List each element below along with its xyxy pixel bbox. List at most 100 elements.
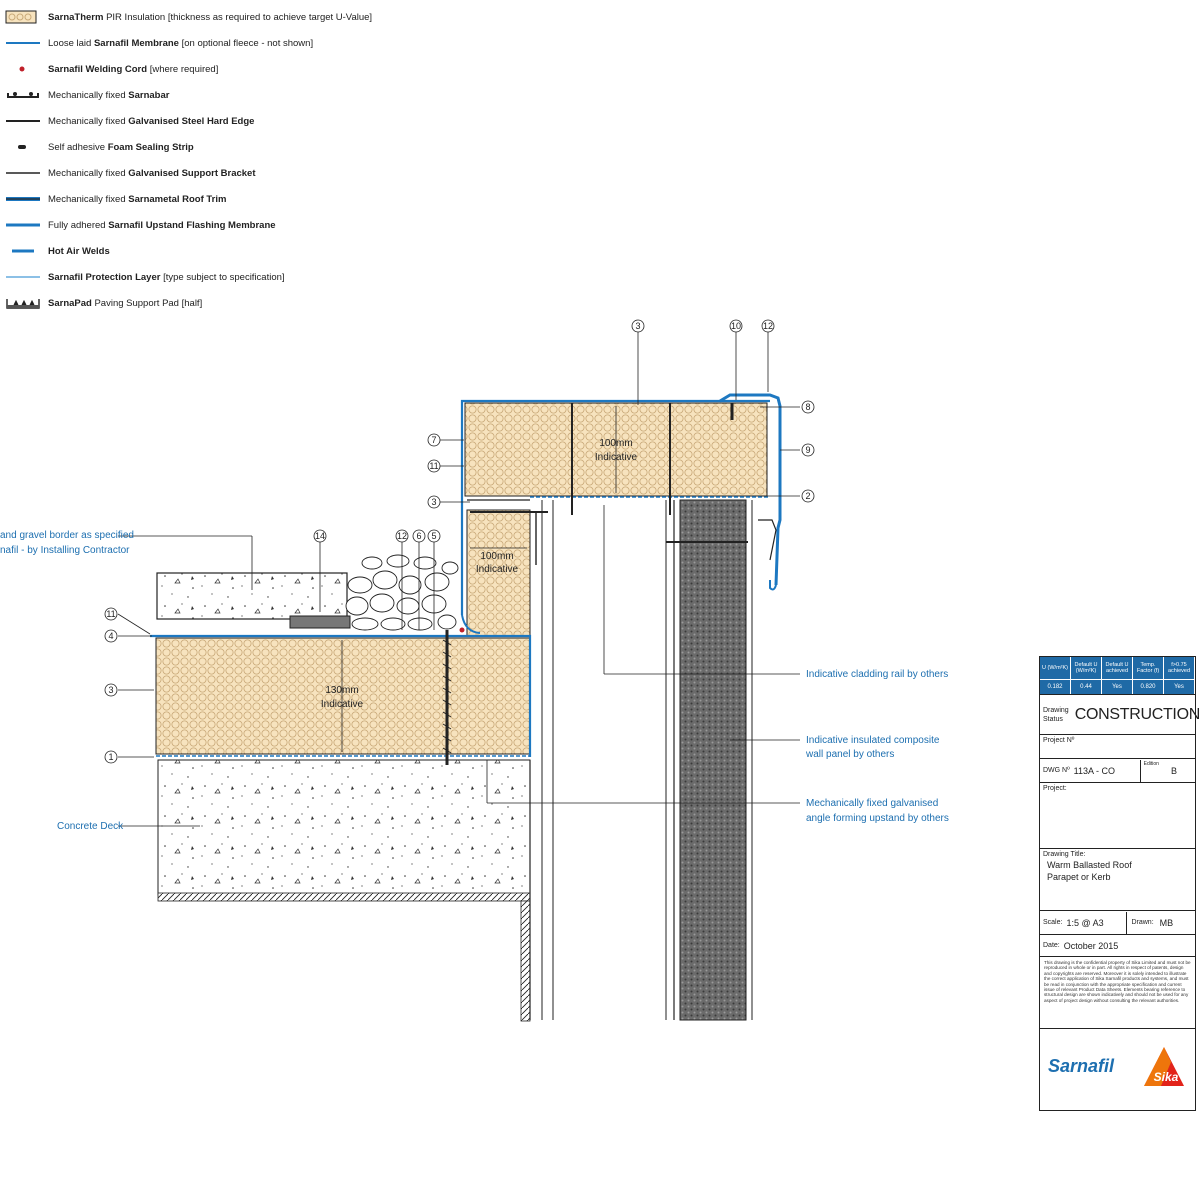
welding-cord-dot-icon [19,66,25,72]
legend-item-hardedge: Mechanically fixed Galvanised Steel Hard… [4,108,424,134]
protection-layer-line-icon [6,276,40,278]
dimension-top: 100mm Indicative [595,406,638,493]
marker-12-mid: 12 [397,531,407,541]
marker-12-top: 12 [763,321,773,331]
uvalue-header: Temp. Factor (f) [1133,657,1164,679]
marker-5: 5 [431,531,436,541]
legend-rest: PIR Insulation [thickness as required to… [103,11,373,23]
uvalue-cell: Yes [1164,679,1195,694]
callout-concrete: Concrete Deck [57,821,124,832]
brand-cell: Sarnafil Sika [1040,1028,1195,1104]
title-block: U (W/m²K) Default U (W/m²K) Default U ac… [1039,656,1200,1111]
hard-edge-line-icon [6,120,40,122]
date-value: October 2015 [1063,940,1119,951]
dimension-upstand: 100mm Indicative [470,547,527,575]
support-bracket-line-icon [6,172,40,174]
upstand-insulation [466,509,531,637]
drawing-title-line-1: Warm Ballasted Roof [1047,860,1132,870]
sika-logo-text: Sika [1154,1070,1179,1084]
dim-top-value: 100mm [599,438,632,449]
legend-item-protection: Sarnafil Protection Layer [type subject … [4,264,424,290]
uvalue-header: Default U (W/m²K) [1071,657,1102,679]
legend-item-membrane: Loose laid Sarnafil Membrane [on optiona… [4,30,424,56]
sarnabar-icon [7,92,39,98]
foam-strip-icon [18,145,26,149]
callout-wall-1: Indicative insulated composite [806,735,940,746]
dwg-number-cell: DWG Nº 113A - CO Edition B [1040,758,1195,782]
legend-pre: Mechanically fixed [48,167,129,179]
legend-bold: Sarnafil Welding Cord [48,63,148,75]
legend-rest: [on optional fleece - not shown] [178,37,314,49]
paving-slab [156,572,351,629]
marker-11-upstand: 11 [429,461,438,471]
scale-value: 1:5 @ A3 [1066,917,1104,928]
edition-value: B [1170,765,1177,776]
legend-item-welds: Hot Air Welds [4,238,424,264]
callout-cladding: Indicative cladding rail by others [806,669,948,680]
wall-frame-lines [529,500,667,1020]
upstand-flashing-line-icon [6,223,40,227]
drawn-value: MB [1159,917,1174,928]
drawing-status-cell: Drawing Status CONSTRUCTION [1040,694,1200,734]
roof-trim [719,393,782,591]
legend-rest: [where required] [147,63,219,75]
callout-gravel-1: and gravel border as specified [0,530,134,541]
uvalue-header: U (W/m²K) [1040,657,1071,679]
membrane-line-icon [6,42,40,44]
marker-1: 1 [108,752,113,762]
marker-10: 10 [731,321,741,331]
marker-14: 14 [315,531,325,541]
marker-2: 2 [805,491,810,501]
paving-pad-icon [6,299,40,309]
uvalue-cell: 0.44 [1071,679,1102,694]
legend: SarnaTherm PIR Insulation [thickness as … [4,4,424,316]
legend-item-foam: Self adhesive Foam Sealing Strip [4,134,424,160]
composite-wall-panel [673,499,753,1021]
legend-item-sarnabar: Mechanically fixed Sarnabar [4,82,424,108]
marker-6: 6 [416,531,421,541]
legend-bold: Sarnafil Upstand Flashing Membrane [108,219,276,231]
legend-item-cord: Sarnafil Welding Cord [where required] [4,56,424,82]
drawing-status: CONSTRUCTION [1074,705,1200,723]
uvalue-header: f>0.75 achieved [1164,657,1195,679]
dim-upstand-value: 100mm [480,551,513,562]
dwg-label: DWG Nº [1043,767,1070,774]
legend-pre: Loose laid [48,37,94,49]
project-number-label: Project Nº [1043,737,1075,744]
leader-lines [117,332,800,827]
date-label: Date: [1043,942,1060,949]
main-insulation [155,637,531,755]
uvalue-cell: 0.182 [1040,679,1071,694]
legend-item-pad: SarnaPad Paving Support Pad [half] [4,290,424,316]
membranes [150,399,770,757]
legend-pre: Self adhesive [48,141,108,153]
sarnafil-brand: Sarnafil [1048,1056,1115,1076]
drawing-title-label: Drawing Title: [1043,851,1086,858]
edition-label: Edition [1143,761,1159,767]
dim-upstand-label: Indicative [476,564,519,575]
legend-pre: Mechanically fixed [48,193,129,205]
markers [104,319,815,764]
date-cell: Date: October 2015 [1040,934,1195,956]
callout-wall-2: wall panel by others [805,749,894,760]
legend-bold: Galvanised Support Bracket [128,167,256,179]
project-label: Project: [1043,785,1067,792]
sika-logo-icon: Sika [1144,1046,1184,1086]
legend-bold: Sarnabar [128,89,170,101]
callout-angle-1: Mechanically fixed galvanised [806,798,938,809]
legend-bold: Sarnafil Protection Layer [48,271,161,283]
scale-cell: Scale: 1:5 @ A3 Drawn: MB [1040,910,1195,934]
drawing-title-cell: Drawing Title: Warm Ballasted Roof Parap… [1040,848,1195,910]
project-number-cell: Project Nº [1040,734,1195,758]
legend-item-trim: Mechanically fixed Sarnametal Roof Trim [4,186,424,212]
dim-main-value: 130mm [325,685,358,696]
legend-pre: Mechanically fixed [48,89,129,101]
marker-4: 4 [108,631,113,641]
drawn-label: Drawn: [1131,919,1154,926]
concrete-deck [157,759,531,1022]
marker-3-left: 3 [108,685,113,695]
fixings [442,403,748,765]
callout-gravel-2: nafil - by Installing Contractor [0,545,130,556]
legend-bold: Sarnametal Roof Trim [128,193,227,205]
project-cell: Project: [1040,782,1195,848]
